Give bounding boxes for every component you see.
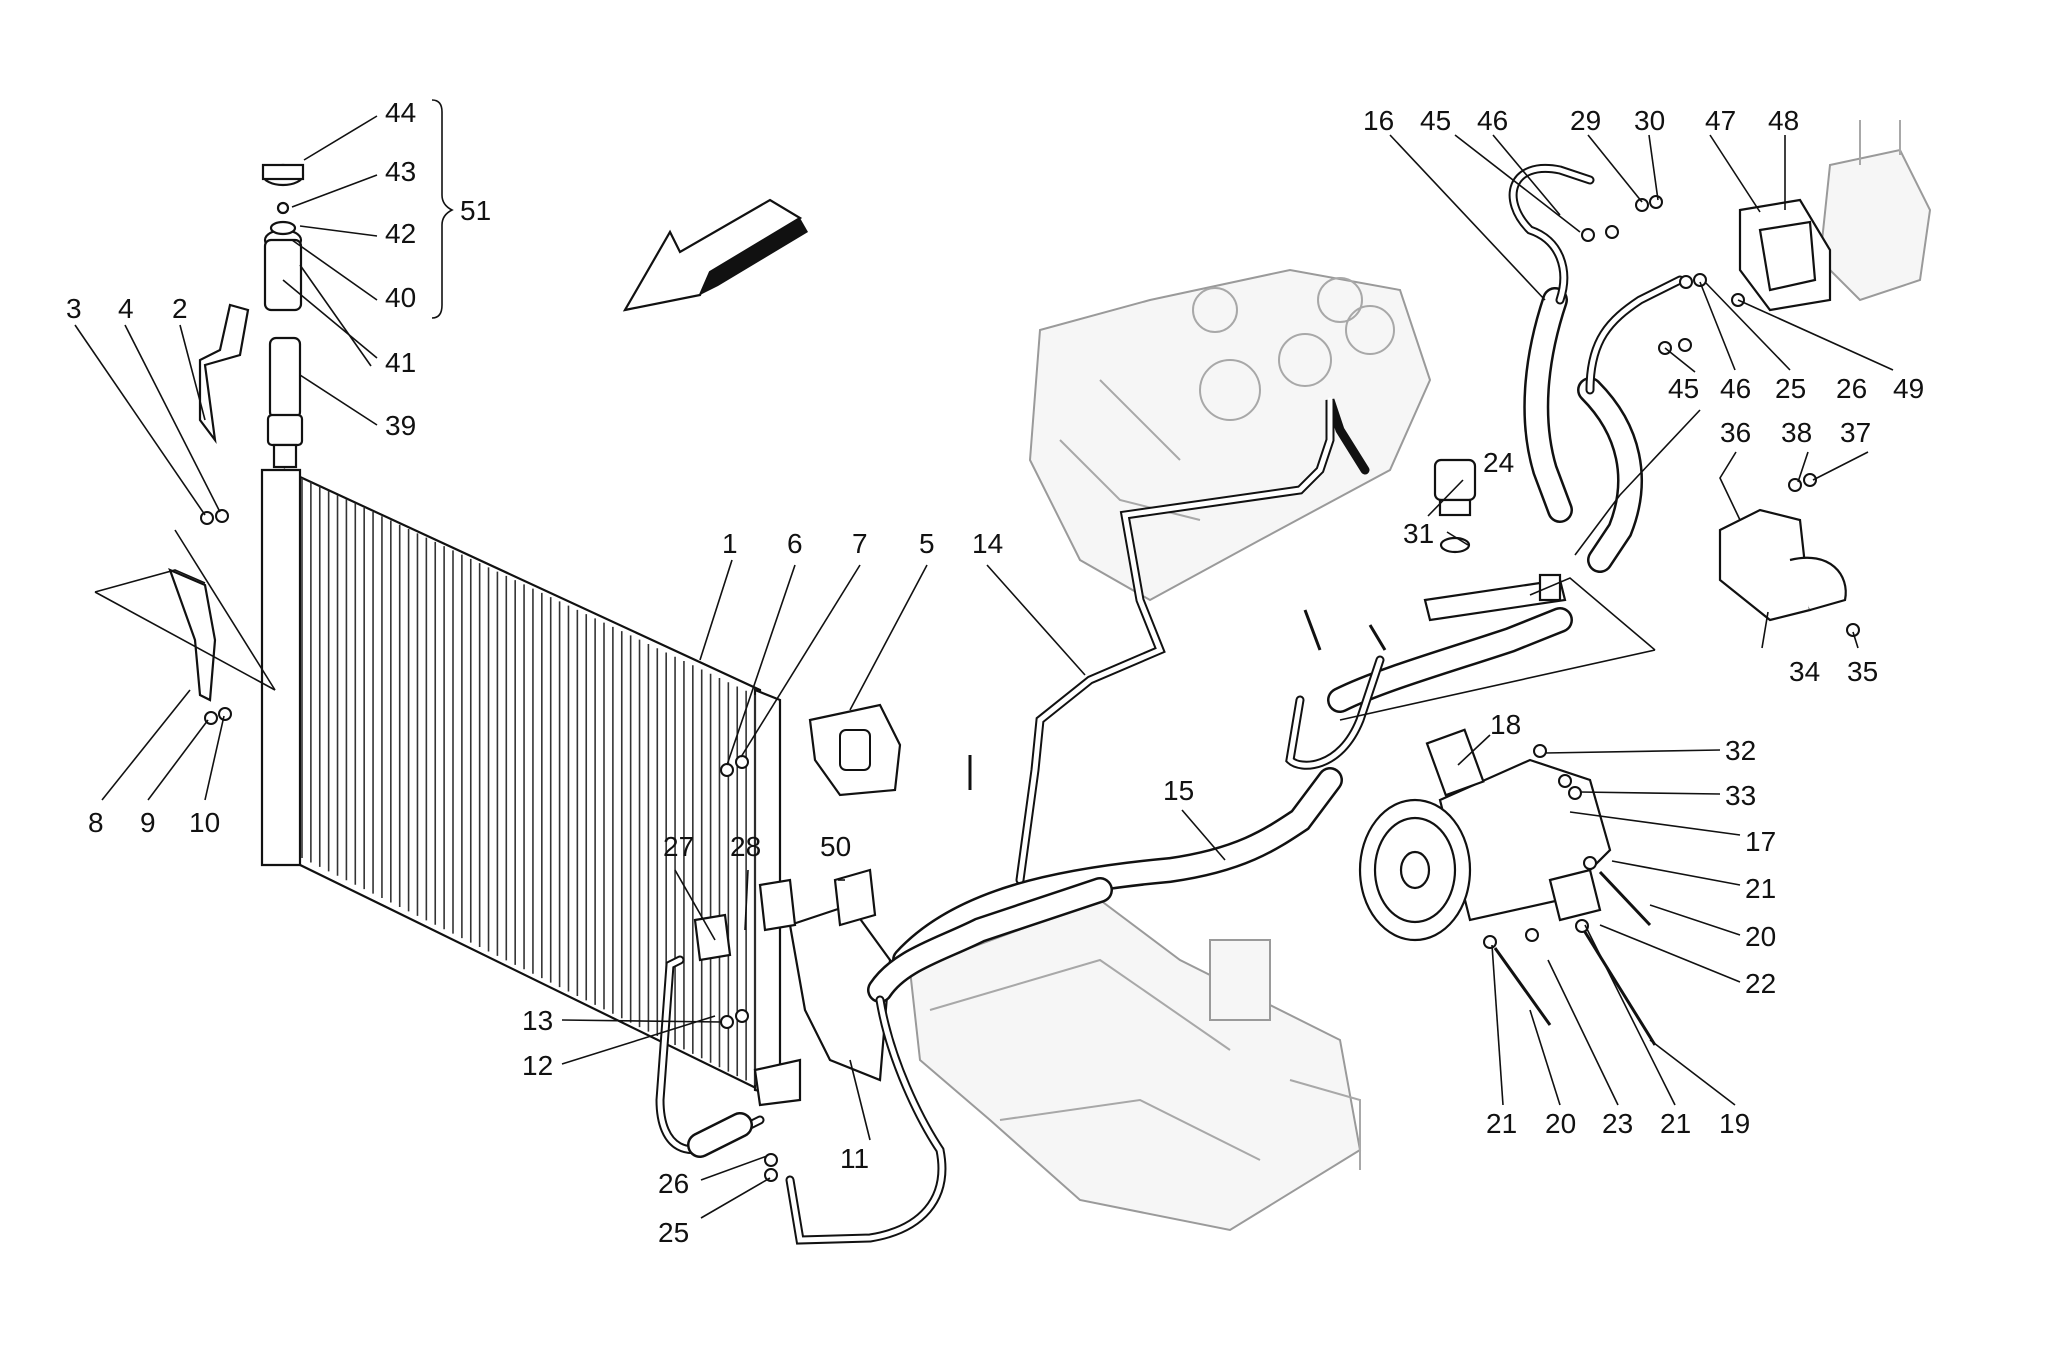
callout-21: 21 <box>1745 873 1776 904</box>
callout-18: 18 <box>1490 709 1521 740</box>
pipe-condenser-outlet <box>655 955 765 1158</box>
callout-50: 50 <box>820 831 851 862</box>
callout-40: 40 <box>385 282 416 313</box>
bracket-11 <box>753 903 892 1107</box>
callout-45-lower: 45 <box>1668 373 1699 404</box>
callout-36: 36 <box>1720 417 1751 448</box>
bracket-brace-51 <box>431 99 454 319</box>
callout-15: 15 <box>1163 775 1194 806</box>
condenser-fins <box>301 478 756 1085</box>
hose-lower-left <box>785 877 1113 1245</box>
block-27-28 <box>693 878 797 962</box>
bracket-36 <box>1718 508 1847 622</box>
callout-43: 43 <box>385 156 416 187</box>
callout-46-lower: 46 <box>1720 373 1751 404</box>
hose-to-compressor <box>1285 607 1573 770</box>
callout-11: 11 <box>840 1143 869 1174</box>
callout-8: 8 <box>88 807 104 838</box>
bracket-5 <box>808 703 902 797</box>
bulkhead-fitting <box>1738 198 1832 312</box>
callout-48: 48 <box>1768 105 1799 136</box>
hose-16 <box>1508 164 1595 523</box>
pipe-14 <box>1015 397 1370 885</box>
callout-22: 22 <box>1745 968 1776 999</box>
callout-38: 38 <box>1781 417 1812 448</box>
callout-20-bottom: 20 <box>1545 1108 1576 1139</box>
callout-10: 10 <box>189 807 220 838</box>
callout-28: 28 <box>730 831 761 862</box>
leader-lines <box>74 115 1894 1219</box>
callout-1: 1 <box>722 528 738 559</box>
callout-31: 31 <box>1403 518 1434 549</box>
block-50 <box>833 868 877 927</box>
callout-13: 13 <box>522 1005 553 1036</box>
callout-4: 4 <box>118 293 134 324</box>
hose-right-loop <box>1577 275 1685 573</box>
callout-32: 32 <box>1725 735 1756 766</box>
condenser <box>260 468 782 1097</box>
callout-41: 41 <box>385 347 416 378</box>
callout-21-bottom-b: 21 <box>1660 1108 1691 1139</box>
callout-30: 30 <box>1634 105 1665 136</box>
bracket-ghost-upper-right <box>1818 120 1932 302</box>
callout-42: 42 <box>385 218 416 249</box>
callout-49: 49 <box>1893 373 1924 404</box>
callout-45: 45 <box>1420 105 1451 136</box>
callout-23: 23 <box>1602 1108 1633 1139</box>
long-bolts <box>968 609 1657 1046</box>
receiver-drier <box>261 163 305 469</box>
callout-17: 17 <box>1745 826 1776 857</box>
callout-labels: 44 43 42 40 41 39 51 3 4 2 8 9 10 1 6 7 … <box>66 97 1924 1248</box>
callout-16: 16 <box>1363 105 1394 136</box>
callout-46: 46 <box>1477 105 1508 136</box>
engine-block-ghost <box>1028 268 1432 602</box>
callout-3: 3 <box>66 293 82 324</box>
callout-9: 9 <box>140 807 156 838</box>
bracket-8 <box>168 567 217 702</box>
callout-7: 7 <box>852 528 868 559</box>
bracket-2 <box>198 303 250 445</box>
chassis-frame-ghost <box>908 898 1362 1232</box>
callout-29: 29 <box>1570 105 1601 136</box>
callout-26-upper: 26 <box>1836 373 1867 404</box>
callout-2: 2 <box>172 293 188 324</box>
callout-34: 34 <box>1789 656 1820 687</box>
callout-25: 25 <box>658 1217 689 1248</box>
hose-15 <box>892 767 1343 973</box>
callout-25-upper: 25 <box>1775 373 1806 404</box>
callout-44: 44 <box>385 97 416 128</box>
callout-24: 24 <box>1483 447 1514 478</box>
callout-19: 19 <box>1719 1108 1750 1139</box>
compressor <box>1358 728 1612 942</box>
callout-39: 39 <box>385 410 416 441</box>
pressure-switch-24 <box>1423 458 1567 622</box>
callout-26: 26 <box>658 1168 689 1199</box>
callout-27: 27 <box>663 831 694 862</box>
callout-37: 37 <box>1840 417 1871 448</box>
callout-33: 33 <box>1725 780 1756 811</box>
callout-12: 12 <box>522 1050 553 1081</box>
callout-35: 35 <box>1847 656 1878 687</box>
direction-arrow-icon <box>622 198 808 312</box>
callout-5: 5 <box>919 528 935 559</box>
callout-6: 6 <box>787 528 803 559</box>
callout-21-bottom-a: 21 <box>1486 1108 1517 1139</box>
callout-47: 47 <box>1705 105 1736 136</box>
callout-51: 51 <box>460 195 491 226</box>
callout-14: 14 <box>972 528 1003 559</box>
callout-20: 20 <box>1745 921 1776 952</box>
